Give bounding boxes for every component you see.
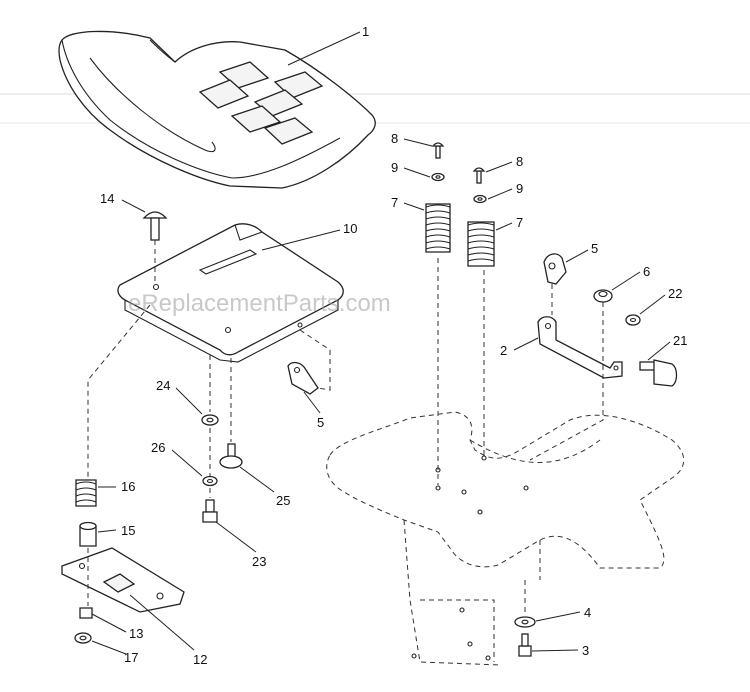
washer-left: [431, 172, 445, 182]
frame-outline: [326, 411, 685, 666]
callout-24: 24: [156, 378, 170, 393]
pin-right: [472, 167, 486, 184]
callout-9-left: 9: [391, 160, 398, 175]
callout-8-left: 8: [391, 131, 398, 146]
callout-2: 2: [500, 343, 507, 358]
callout-1: 1: [362, 24, 369, 39]
callouts: 1 8 9 7 8 9 7 14 10 5 6 22 2 21 24 5 26 …: [100, 24, 687, 667]
spacer: [79, 521, 97, 547]
callout-4: 4: [584, 605, 591, 620]
washer-right: [473, 194, 487, 204]
callout-15: 15: [121, 523, 135, 538]
callout-16: 16: [121, 479, 135, 494]
latch-upper: [543, 253, 567, 285]
washer-17: [74, 632, 92, 644]
nut: [593, 289, 613, 303]
callout-21: 21: [673, 333, 687, 348]
watermark: eReplacementParts.com: [128, 290, 391, 317]
seat-pan: [117, 223, 344, 363]
bolt-3: [518, 633, 532, 657]
callout-17: 17: [124, 650, 138, 665]
mount-plate: [61, 547, 185, 613]
bracket: [537, 316, 623, 379]
callout-6: 6: [643, 264, 650, 279]
callout-14: 14: [100, 191, 114, 206]
assembly-lines: [87, 240, 604, 615]
latch-lower: [287, 361, 319, 395]
callout-22: 22: [668, 286, 682, 301]
nut-13: [79, 607, 93, 619]
callout-13: 13: [129, 626, 143, 641]
callout-9-right: 9: [516, 181, 523, 196]
shoulder-bolt: [219, 443, 243, 469]
spring-right: [467, 221, 495, 267]
callout-3: 3: [582, 643, 589, 658]
carriage-bolt: [142, 211, 168, 241]
seat: [58, 30, 376, 189]
washer-22: [625, 314, 641, 326]
callout-7-right: 7: [516, 215, 523, 230]
knob-bolt: [639, 359, 678, 387]
callout-10: 10: [343, 221, 357, 236]
callout-25: 25: [276, 493, 290, 508]
callout-5-upper: 5: [591, 241, 598, 256]
callout-7-left: 7: [391, 195, 398, 210]
washer-26: [202, 475, 218, 487]
washer-4: [514, 616, 536, 628]
callout-8-right: 8: [516, 154, 523, 169]
leader-lines: [91, 31, 671, 655]
callout-23: 23: [252, 554, 266, 569]
callout-5-lower: 5: [317, 415, 324, 430]
callout-12: 12: [193, 652, 207, 667]
callout-26: 26: [151, 440, 165, 455]
spring-16: [75, 479, 97, 507]
pin-left: [431, 142, 445, 159]
washer-24: [201, 414, 219, 426]
spring-left: [425, 203, 451, 253]
hex-bolt: [202, 499, 218, 523]
